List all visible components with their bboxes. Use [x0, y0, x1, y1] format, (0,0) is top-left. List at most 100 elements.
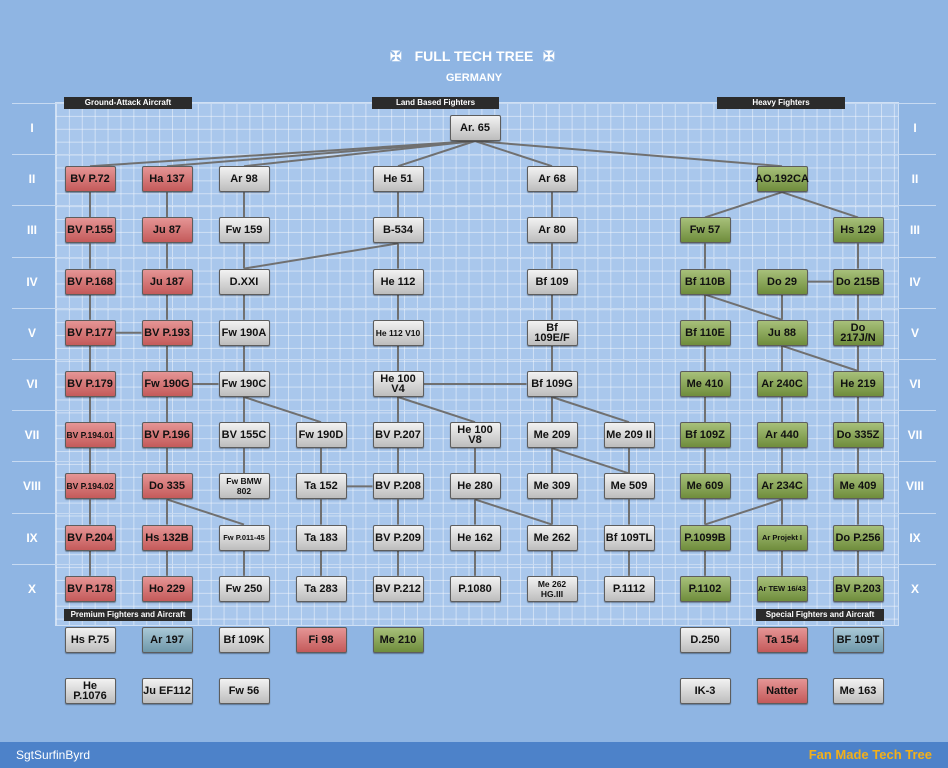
tech-node-ju187[interactable]: Ju 187 — [141, 268, 193, 295]
tech-node-ju88[interactable]: Ju 88 — [756, 319, 808, 346]
tech-node-me609[interactable]: Me 609 — [679, 473, 731, 500]
tech-node-bvp177[interactable]: BV P.177 — [64, 319, 116, 346]
tech-node-artew[interactable]: Ar TEW 16/43 — [756, 575, 808, 602]
tier-label-left: VIII — [22, 479, 41, 494]
premium-node[interactable]: Fw 56 — [218, 678, 270, 704]
tech-node-bf109z[interactable]: Bf 109Z — [679, 422, 731, 449]
tech-node-ta283[interactable]: Ta 283 — [295, 575, 347, 602]
premium-node[interactable]: He P.1076 — [64, 678, 116, 704]
premium-node[interactable]: Fi 98 — [295, 627, 347, 653]
tech-node-ho229[interactable]: Ho 229 — [141, 575, 193, 602]
tech-node-ao192[interactable]: AO.192CA — [755, 166, 809, 193]
tech-node-bvp178[interactable]: BV P.178 — [64, 575, 116, 602]
tech-node-fwbmw802[interactable]: Fw BMW 802 — [218, 473, 270, 500]
premium-node[interactable]: Hs P.75 — [64, 627, 116, 653]
tier-label-left: X — [27, 581, 36, 596]
tech-node-ar68[interactable]: Ar 68 — [526, 166, 578, 193]
tech-node-me209ii[interactable]: Me 209 II — [603, 422, 655, 449]
premium-node[interactable]: BF 109T — [832, 627, 884, 653]
tech-node-bvp168[interactable]: BV P.168 — [64, 268, 116, 295]
tech-node-p1102[interactable]: P.1102 — [679, 575, 731, 602]
tech-node-bf109ef[interactable]: Bf 109E/F — [526, 319, 578, 346]
tech-node-ar65[interactable]: Ar. 65 — [449, 115, 501, 141]
premium-node[interactable]: Me 163 — [832, 678, 884, 704]
premium-node[interactable]: Bf 109K — [218, 627, 270, 653]
tech-node-bvp204[interactable]: BV P.204 — [64, 524, 116, 551]
tech-node-bvp179[interactable]: BV P.179 — [64, 371, 116, 397]
edge-he280-me262 — [474, 498, 553, 526]
tech-node-bvp196[interactable]: BV P.196 — [141, 422, 193, 449]
tech-node-hs132b[interactable]: Hs 132B — [141, 524, 193, 551]
tech-node-bvp19402[interactable]: BV P.194.02 — [64, 473, 116, 500]
tech-node-me509[interactable]: Me 509 — [603, 473, 655, 500]
tech-node-me309[interactable]: Me 309 — [526, 473, 578, 500]
tech-node-bvp193[interactable]: BV P.193 — [141, 319, 193, 346]
tech-node-me262[interactable]: Me 262 — [526, 524, 578, 551]
tech-node-fw190g[interactable]: Fw 190G — [141, 371, 193, 397]
tech-node-ar440[interactable]: Ar 440 — [756, 422, 808, 449]
tech-node-he112[interactable]: He 112 — [372, 268, 424, 295]
tech-node-he280[interactable]: He 280 — [449, 473, 501, 500]
category-ground-attack: Ground-Attack Aircraft — [64, 97, 192, 109]
tech-node-fw190d[interactable]: Fw 190D — [295, 422, 347, 449]
premium-node[interactable]: Ju EF112 — [141, 678, 193, 704]
tech-node-p1099b[interactable]: P.1099B — [679, 524, 731, 551]
tech-node-he219[interactable]: He 219 — [832, 371, 884, 397]
tech-node-me410[interactable]: Me 410 — [679, 371, 731, 397]
tech-node-ta152[interactable]: Ta 152 — [295, 473, 347, 500]
tech-node-fw190c[interactable]: Fw 190C — [218, 371, 270, 397]
premium-node[interactable]: IK-3 — [679, 678, 731, 704]
tech-node-ar234c[interactable]: Ar 234C — [756, 473, 808, 500]
tech-node-p1112[interactable]: P.1112 — [603, 575, 655, 602]
tech-node-do29[interactable]: Do 29 — [756, 268, 808, 295]
premium-node[interactable]: Ar 197 — [141, 627, 193, 653]
premium-node[interactable]: Me 210 — [372, 627, 424, 653]
tech-node-bvp207[interactable]: BV P.207 — [372, 422, 424, 449]
tech-node-bvp203[interactable]: BV P.203 — [832, 575, 884, 602]
tech-node-he100v4[interactable]: He 100 V4 — [372, 371, 424, 397]
tech-node-p1080[interactable]: P.1080 — [449, 575, 501, 602]
tech-node-bf109g[interactable]: Bf 109G — [526, 371, 578, 397]
tech-node-bvp155[interactable]: BV P.155 — [64, 217, 116, 244]
tech-node-do217[interactable]: Do 217J/N — [832, 319, 884, 346]
tech-node-ar240c[interactable]: Ar 240C — [756, 371, 808, 397]
tech-node-bvp72[interactable]: BV P.72 — [64, 166, 116, 193]
tech-node-b534[interactable]: B-534 — [372, 217, 424, 244]
tech-node-bf109tl[interactable]: Bf 109TL — [603, 524, 655, 551]
tech-node-he100v8[interactable]: He 100 V8 — [449, 422, 501, 449]
tech-node-do335[interactable]: Do 335 — [141, 473, 193, 500]
tech-node-bf109[interactable]: Bf 109 — [526, 268, 578, 295]
tech-node-bv155c[interactable]: BV 155C — [218, 422, 270, 449]
tech-node-fw159[interactable]: Fw 159 — [218, 217, 270, 244]
tech-node-fw57[interactable]: Fw 57 — [679, 217, 731, 244]
tech-node-fw250[interactable]: Fw 250 — [218, 575, 270, 602]
tech-node-bf110b[interactable]: Bf 110B — [679, 268, 731, 295]
tech-node-me209[interactable]: Me 209 — [526, 422, 578, 449]
tech-node-he51[interactable]: He 51 — [372, 166, 424, 193]
premium-node[interactable]: Ta 154 — [756, 627, 808, 653]
tech-node-do215b[interactable]: Do 215B — [832, 268, 884, 295]
tech-node-ha137[interactable]: Ha 137 — [141, 166, 193, 193]
tech-node-ju87[interactable]: Ju 87 — [141, 217, 193, 244]
tech-node-he162[interactable]: He 162 — [449, 524, 501, 551]
tech-node-me409[interactable]: Me 409 — [832, 473, 884, 500]
tech-node-arprojekt[interactable]: Ar Projekt I — [756, 524, 808, 551]
tech-node-dop256[interactable]: Do P.256 — [832, 524, 884, 551]
tech-node-bvp208[interactable]: BV P.208 — [372, 473, 424, 500]
tech-node-me262hg[interactable]: Me 262 HG.III — [526, 575, 578, 602]
tech-node-ar80[interactable]: Ar 80 — [526, 217, 578, 244]
premium-node[interactable]: Natter — [756, 678, 808, 704]
tech-node-he112v10[interactable]: He 112 V10 — [372, 319, 424, 346]
tech-node-bf110e[interactable]: Bf 110E — [679, 319, 731, 346]
tech-node-hs129[interactable]: Hs 129 — [832, 217, 884, 244]
tech-node-ta183[interactable]: Ta 183 — [295, 524, 347, 551]
tech-node-do335z[interactable]: Do 335Z — [832, 422, 884, 449]
tech-node-fwp01145[interactable]: Fw P.011-45 — [218, 524, 270, 551]
tech-node-bvp209[interactable]: BV P.209 — [372, 524, 424, 551]
tech-node-ar98[interactable]: Ar 98 — [218, 166, 270, 193]
tech-node-bvp212[interactable]: BV P.212 — [372, 575, 424, 602]
premium-node[interactable]: D.250 — [679, 627, 731, 653]
tech-node-bvp19401[interactable]: BV P.194.01 — [64, 422, 116, 449]
tech-node-dxxi[interactable]: D.XXI — [218, 268, 270, 295]
tech-node-fw190a[interactable]: Fw 190A — [218, 319, 270, 346]
